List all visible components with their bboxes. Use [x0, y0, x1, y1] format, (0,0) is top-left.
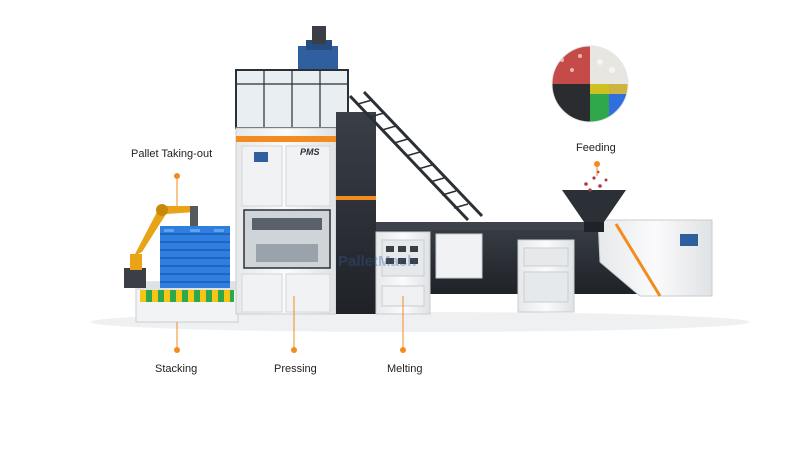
callout-pressing [291, 296, 297, 353]
plastic-granules-icon [551, 45, 629, 123]
label-pressing: Pressing [274, 363, 317, 375]
pallet-icon [160, 226, 230, 288]
callout-feeding [594, 161, 600, 176]
robot-arm-icon [124, 204, 198, 288]
callout-stacking [174, 322, 180, 353]
extruder-line [375, 170, 713, 315]
callout-pallet-taking-out [174, 173, 180, 206]
label-melting: Melting [387, 363, 423, 375]
label-feeding: Feeding [576, 142, 616, 154]
callout-melting [400, 296, 406, 353]
label-stacking: Stacking [155, 363, 198, 375]
brand-logo [254, 152, 268, 162]
model-plate: PMS [300, 147, 320, 157]
stacking-station [124, 204, 239, 323]
stack-base [140, 290, 234, 302]
watermark-text: PalletMach [338, 253, 416, 270]
press-tower [235, 26, 376, 315]
label-pallet-taking-out: Pallet Taking-out [131, 148, 213, 160]
conveyor-ladder [348, 90, 484, 222]
hopper-icon [562, 170, 626, 232]
